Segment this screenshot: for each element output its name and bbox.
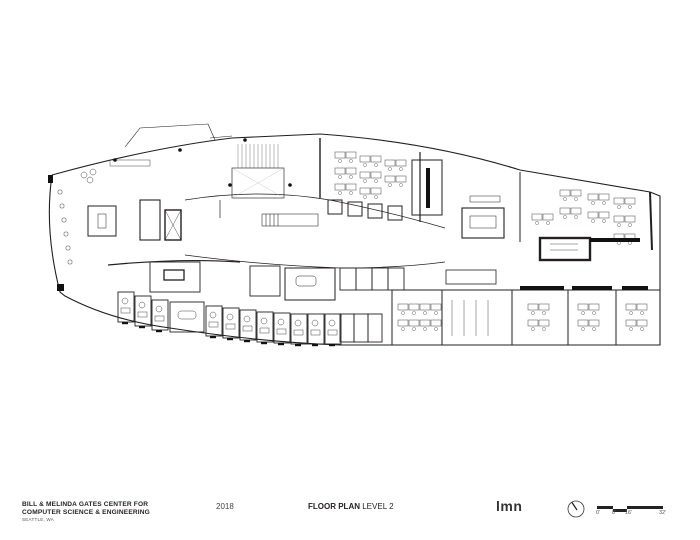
sheet-title: FLOOR PLAN LEVEL 2: [308, 502, 394, 511]
south-perimeter-offices: [117, 291, 342, 347]
sheet-title-bold: FLOOR PLAN: [308, 502, 360, 511]
core-shaft: [411, 159, 443, 216]
floor-plan-drawing: [48, 123, 661, 347]
west-core: [87, 199, 182, 241]
building-name-line2: COMPUTER SCIENCE & ENGINEERING: [22, 508, 150, 516]
sheet-title-level: LEVEL 2: [362, 502, 394, 511]
atrium-outline: [184, 193, 446, 269]
building-name-line1: BILL & MELINDA GATES CENTER FOR: [22, 501, 149, 508]
title-block: BILL & MELINDA GATES CENTER FOR COMPUTER…: [22, 501, 150, 522]
scale-label-32: 32': [659, 510, 667, 516]
scale-label-0: 0': [596, 510, 601, 516]
middle-offices: [339, 267, 405, 343]
exterior-outline: [48, 123, 661, 346]
west-lounge: [48, 159, 151, 291]
exterior-columns: [113, 138, 292, 187]
stairs-grand: [231, 144, 285, 199]
scale-bar: [597, 506, 663, 512]
drawing-year: 2018: [216, 502, 234, 511]
firm-logo: lmn: [496, 498, 523, 514]
north-workspace-a: [319, 138, 421, 222]
atrium-bench-stair: [261, 213, 319, 227]
north-arrow-icon: [567, 500, 585, 518]
southeast-classrooms: [391, 269, 661, 346]
scale-label-16: 16': [625, 510, 633, 516]
location: SEATTLE, WA: [22, 517, 55, 523]
scale-label-8: 8': [612, 510, 617, 516]
south-inner-rooms: [107, 259, 336, 301]
north-workspace-b: [461, 172, 653, 262]
